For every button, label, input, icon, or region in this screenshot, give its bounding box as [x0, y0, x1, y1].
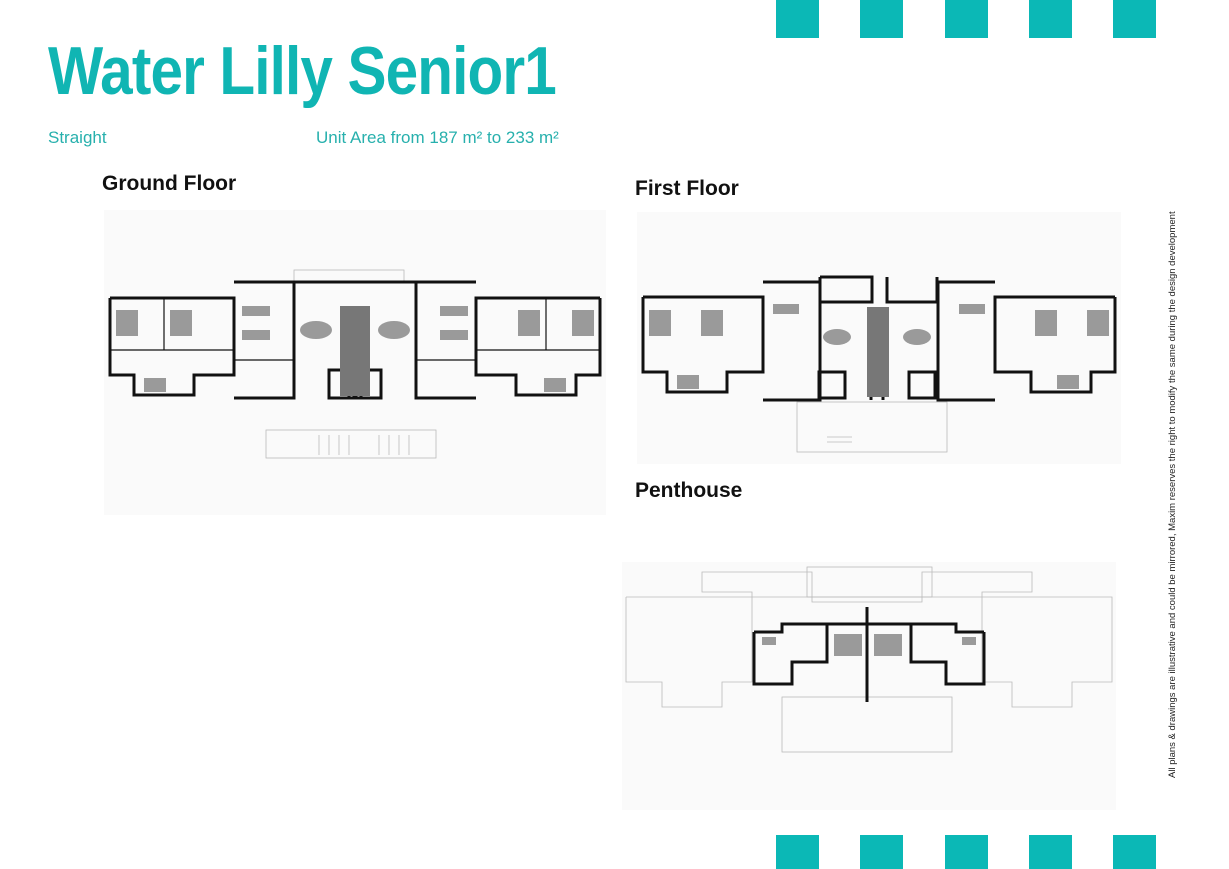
deco-square	[860, 835, 903, 869]
deco-square	[860, 0, 903, 38]
deco-square	[1029, 0, 1072, 38]
unit-type-label: Straight	[48, 128, 107, 147]
first-floor-heading: First Floor	[635, 177, 739, 200]
penthouse-drawing	[625, 566, 1113, 753]
deco-square	[776, 835, 819, 869]
deco-square	[776, 0, 819, 38]
ground-floor-heading: Ground Floor	[102, 172, 237, 195]
unit-area-label: Unit Area from 187 m² to 233 m²	[316, 128, 559, 147]
ground-floor-drawing	[108, 269, 602, 459]
deco-square	[1029, 835, 1072, 869]
first-floor-plan	[637, 212, 1121, 464]
page-title: Water Lilly Senior1	[48, 33, 557, 109]
disclaimer-note: All plans & drawings are illustrative an…	[1167, 211, 1178, 778]
ground-floor-plan	[104, 210, 606, 515]
first-floor-drawing	[641, 275, 1117, 453]
deco-square	[945, 0, 988, 38]
penthouse-heading: Penthouse	[635, 479, 743, 502]
deco-square	[1113, 835, 1156, 869]
penthouse-plan	[622, 562, 1116, 810]
deco-square	[1113, 0, 1156, 38]
deco-square	[945, 835, 988, 869]
